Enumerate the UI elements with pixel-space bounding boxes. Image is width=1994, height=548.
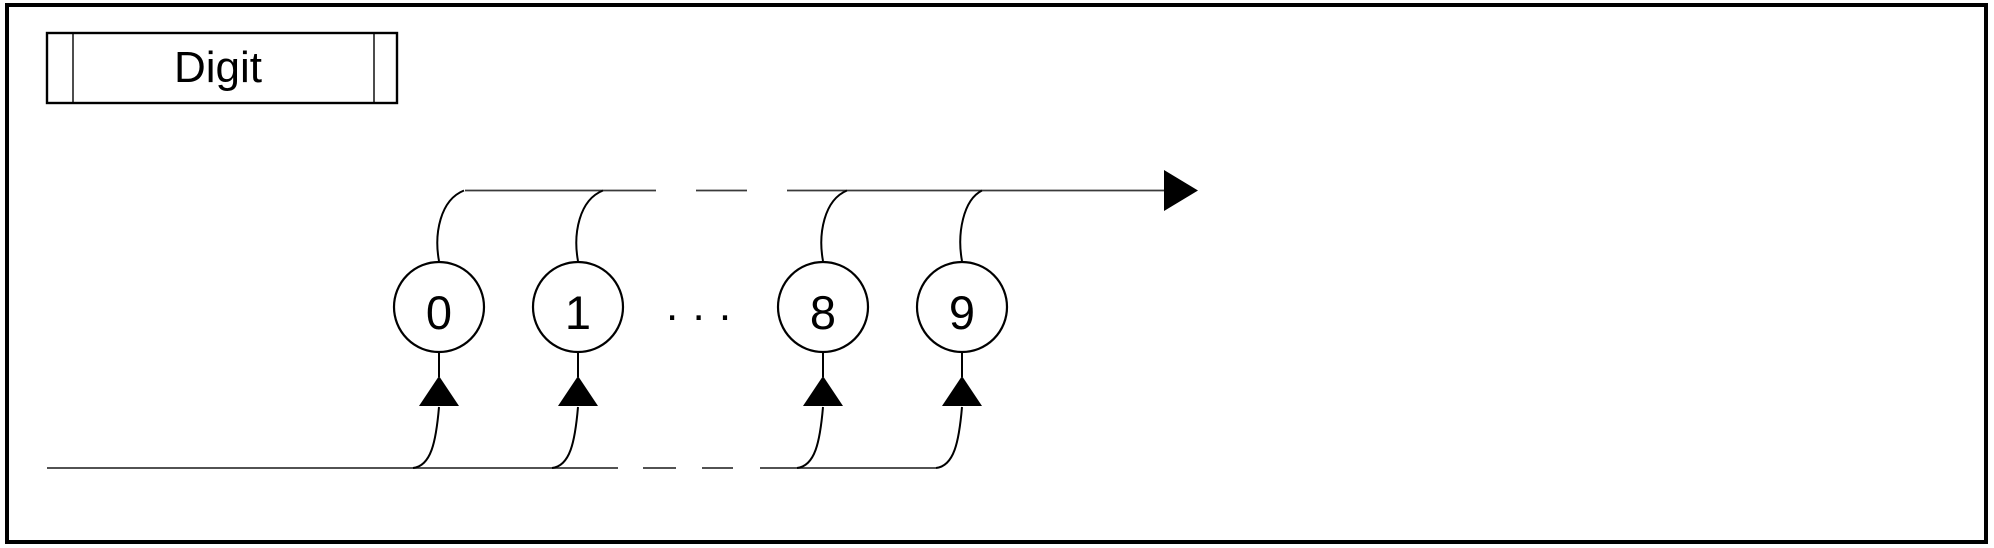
node-9: 9 [915,189,1009,469]
node-9-circle [915,260,1009,354]
node-0-label: 0 [426,286,452,339]
node-1-circle [531,260,625,354]
outer-border [5,3,1988,544]
arrowhead-right-icon [1164,170,1198,211]
node-1-top-curve [575,189,604,262]
node-8: 8 [776,189,870,469]
node-0-bottom-curve [412,406,440,469]
arrowhead-up-icon [942,376,982,406]
node-8-label: 8 [810,286,836,339]
node-1-bottom-curve [551,406,579,469]
node-8-top-curve [820,189,848,262]
node-1-label: 1 [565,286,591,339]
node-9-label: 9 [949,286,975,339]
node-0-circle [392,260,486,354]
node-0: 0 [392,189,486,469]
node-9-bottom-curve [935,406,963,469]
arrowhead-up-icon [803,376,843,406]
node-0-top-curve [436,189,465,262]
node-8-bottom-curve [796,406,824,469]
node-9-top-curve [959,189,983,262]
node-8-circle [776,260,870,354]
ellipsis-label: . . . [666,281,732,330]
title-box: Digit [45,31,399,105]
node-1: 1 [531,189,625,469]
title-label: Digit [174,43,262,92]
title-box-frame [45,31,399,105]
arrowhead-up-icon [558,376,598,406]
top-rail [465,170,1198,211]
arrowhead-up-icon [419,376,459,406]
